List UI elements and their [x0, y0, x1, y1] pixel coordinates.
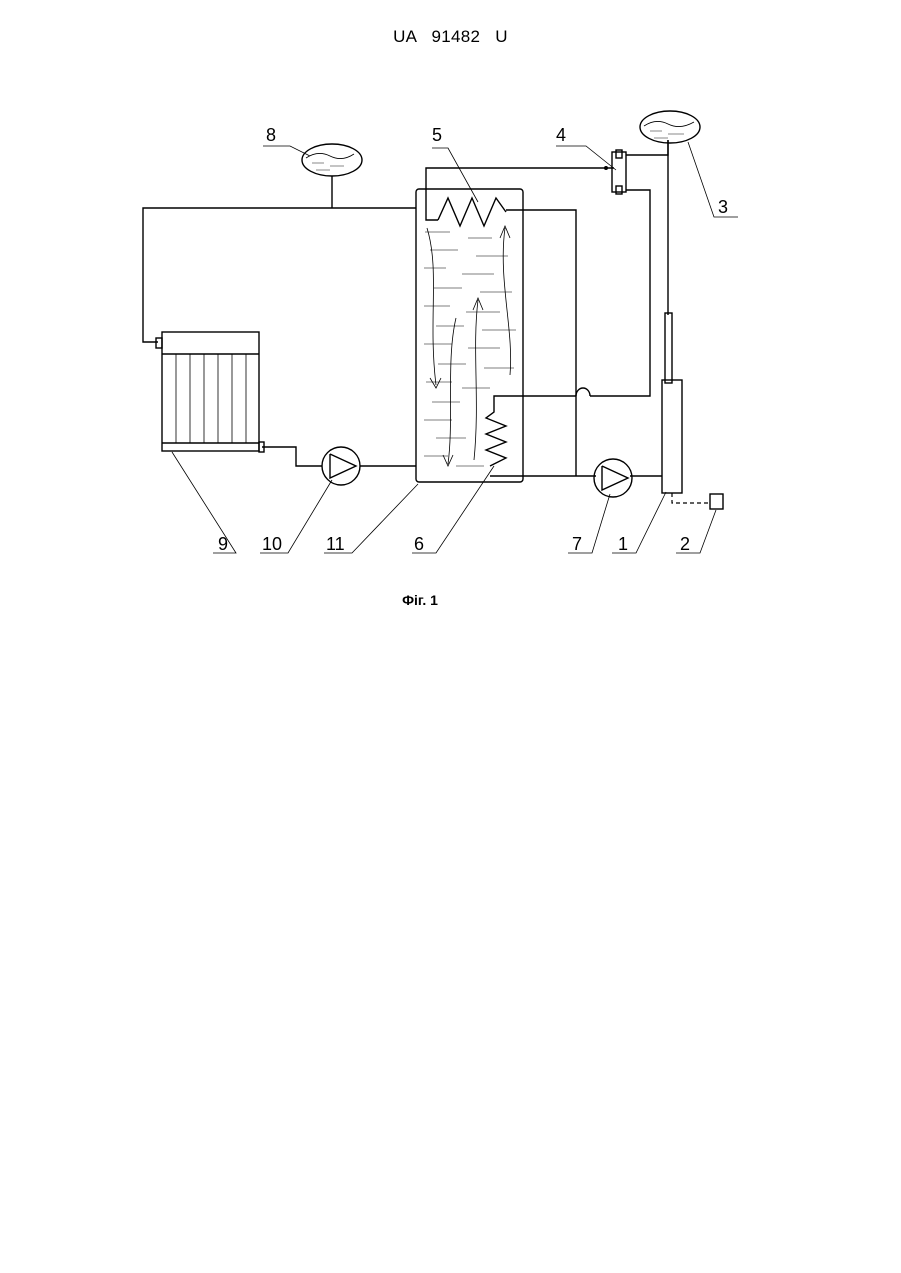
label-1: 1 [618, 534, 628, 554]
expansion-tank-solar [640, 111, 700, 143]
radiator [156, 332, 264, 452]
label-10: 10 [262, 534, 282, 554]
figure-caption: Фіг. 1 [0, 592, 840, 608]
label-5: 5 [432, 125, 442, 145]
label-3: 3 [718, 197, 728, 217]
storage-tank [416, 189, 523, 482]
label-9: 9 [218, 534, 228, 554]
label-4: 4 [556, 125, 566, 145]
label-8: 8 [266, 125, 276, 145]
lower-heat-exchanger-coil [486, 398, 506, 466]
label-11: 11 [326, 534, 345, 554]
convection-flow-arrows [427, 226, 511, 466]
control-unit [710, 494, 723, 509]
pump-heating-circuit [322, 447, 360, 485]
pump-solar-circuit [594, 459, 632, 497]
label-7: 7 [572, 534, 582, 554]
upper-heat-exchanger-coil [438, 198, 506, 226]
label-6: 6 [414, 534, 424, 554]
leader-lines [172, 142, 738, 553]
tank-liquid-hatching [424, 232, 516, 466]
label-2: 2 [680, 534, 690, 554]
expansion-tank-heating [302, 144, 362, 176]
